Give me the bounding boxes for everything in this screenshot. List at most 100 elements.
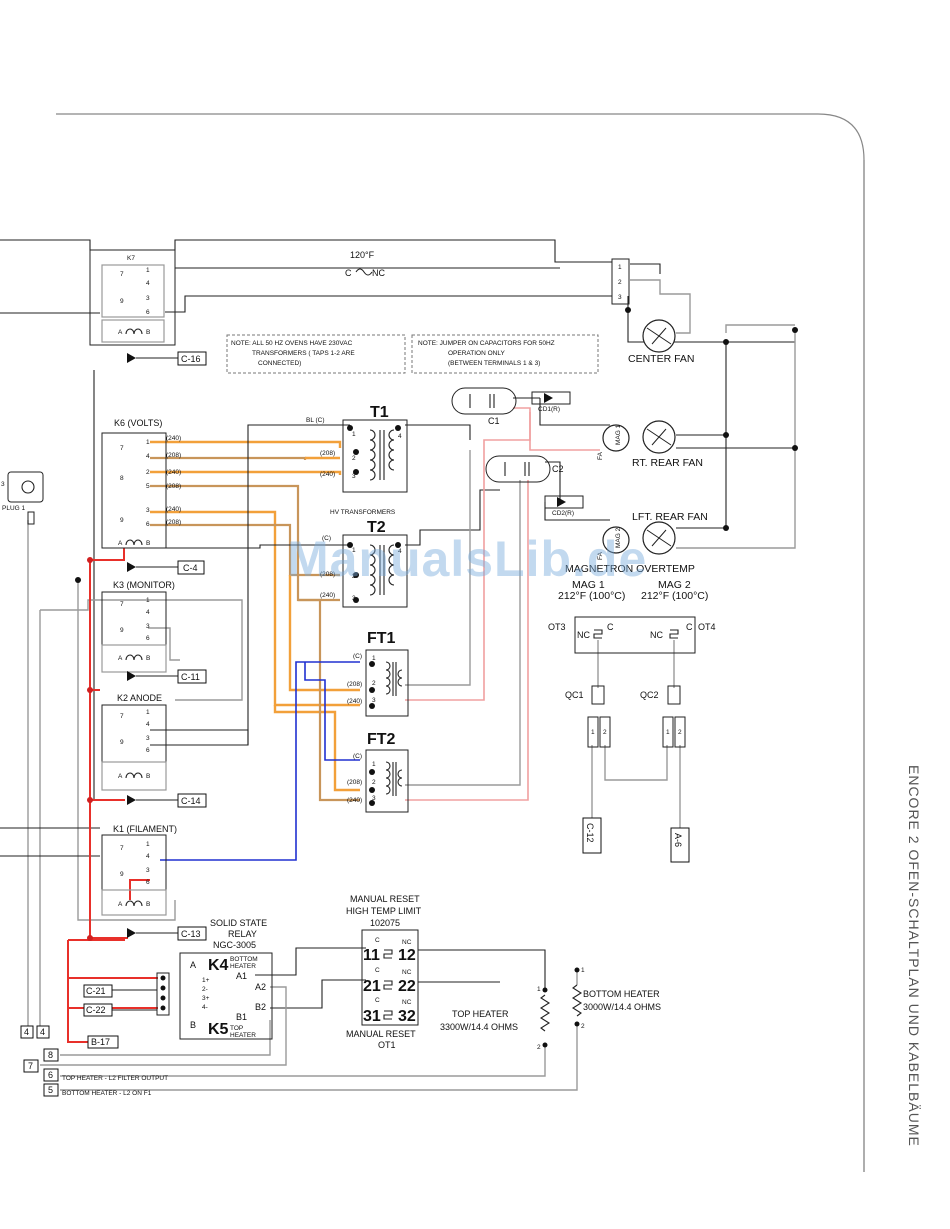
wire-ft1-gray [405, 450, 471, 686]
qc2-plug-2 [674, 716, 686, 748]
high-limit-c-label: C [375, 997, 380, 1004]
high-limit-body [361, 929, 419, 1026]
junction-dot [160, 975, 166, 981]
capacitor-c2-icon [504, 462, 530, 476]
relay-k6-pin: 5 [146, 483, 150, 490]
relay-k1-coil-icon [125, 900, 143, 907]
plug-pin: 3 [1, 481, 5, 488]
wire-fanswitch-center [630, 279, 691, 334]
overtemp-nc-1: NC [577, 630, 590, 640]
relay-k6-tap: (208) [166, 483, 181, 490]
top-heater-pin-1: 1 [537, 986, 541, 993]
wire-a2 [60, 986, 287, 1066]
relay-k7-coil-b: B [146, 329, 150, 336]
wire-hv-right [405, 424, 471, 440]
relay-k1-coil-b: B [146, 901, 150, 908]
wire-t8 [60, 1020, 271, 1056]
relay-k6-pin: 9 [120, 517, 124, 524]
high-limit-footer-2: OT1 [378, 1040, 396, 1050]
terminal-5-note: BOTTOM HEATER - L2 ON F1 [62, 1090, 152, 1097]
wire-limit-top-heater [418, 949, 546, 990]
junction-dot [542, 987, 548, 993]
connector-b17 [87, 1035, 119, 1049]
high-limit-row-2-nc: 22 [398, 978, 416, 995]
high-limit-c-label: C [375, 967, 380, 974]
relay-k6-label: K6 (VOLTS) [114, 418, 162, 428]
transformer-ft2-pin: 1 [372, 761, 376, 768]
junction-dot [625, 307, 631, 313]
wire-ft2-gray [405, 480, 521, 786]
junction-dot [723, 525, 729, 531]
high-limit-row-3-nc: 32 [398, 1008, 416, 1025]
wire-qc-bridge [604, 745, 668, 781]
junction-dot [792, 327, 798, 333]
capacitor-c1-icon [469, 394, 495, 408]
wire-top-1 [0, 239, 612, 263]
connector-c21 [83, 984, 113, 998]
relay-k2-pin: 7 [120, 713, 124, 720]
note-50hz-line3: CONNECTED) [258, 360, 301, 367]
relay-k1-coil-a: A [118, 901, 123, 908]
relay-k7-pin: 3 [146, 295, 150, 302]
relay-k6-tap: (240) [166, 506, 181, 513]
transformer-ft1-tap: (208) [347, 681, 362, 688]
qc2-pin-2: 2 [678, 729, 682, 736]
capacitor-c1-label: C1 [488, 416, 500, 426]
qc2-plug-1 [662, 716, 674, 748]
connector-c11 [177, 669, 207, 684]
terminal-6-note: TOP HEATER - L2 FILTER OUTPUT [62, 1075, 168, 1082]
wire-c1-mag1 [513, 407, 600, 451]
relay-k1-pin: 6 [146, 879, 150, 886]
terminal-7 [23, 1059, 39, 1073]
transformer-ft2-coil-icon [385, 761, 403, 796]
terminal-5-label: 5 [48, 1085, 53, 1095]
relay-k2-coil-b: B [146, 773, 150, 780]
thermostat-nc: NC [372, 268, 385, 278]
ssr-k5: K5 [208, 1021, 229, 1038]
relay-k6-coil-icon [125, 539, 143, 546]
ssr-title-1: SOLID STATE [210, 918, 267, 928]
terminal-6-label: 6 [48, 1070, 53, 1080]
relay-k7-box [89, 249, 176, 346]
plug-fuse [27, 511, 35, 525]
transformer-t2-label: T2 [367, 519, 386, 536]
magnetron-2-fa: FA [597, 551, 604, 560]
junction-dot [87, 797, 93, 803]
high-limit-row-1-nc: 12 [398, 947, 416, 964]
transformer-ft1-tap: (240) [347, 698, 362, 705]
terminal-4b [36, 1025, 50, 1039]
transformer-ft1-pin: 1 [372, 655, 376, 662]
terminal-8-label: 8 [48, 1050, 53, 1060]
overtemp-block [574, 616, 696, 654]
qc1-pin-1: 1 [591, 729, 595, 736]
ssr-title-2: RELAY [228, 929, 257, 939]
relay-k7-pin: 7 [120, 271, 124, 278]
transformer-t1-tap: (240) [320, 471, 335, 478]
relay-k3-pin: 7 [120, 601, 124, 608]
wire-red-k6 [90, 548, 125, 561]
note-50hz-line1: NOTE: ALL 50 HZ OVENS HAVE 230VAC [231, 340, 353, 347]
diode-k1-icon [127, 928, 136, 938]
high-limit-nc-label: NC [402, 969, 412, 976]
junction-dot [353, 572, 359, 578]
wire-k3-gray [40, 599, 243, 701]
rt-rear-fan-label: RT. REAR FAN [632, 457, 703, 469]
relay-k3-pin: 1 [146, 597, 150, 604]
junction-dot [369, 800, 375, 806]
terminal-4a-label: 4 [24, 1027, 29, 1037]
junction-dot [353, 469, 359, 475]
relay-k6-box [101, 432, 167, 549]
wire-red-k1-up [129, 879, 150, 900]
ssr-a1: A1 [236, 971, 247, 981]
junction-dot [160, 985, 166, 991]
connector-c22 [83, 1003, 113, 1017]
relay-k2-coil-box [101, 761, 167, 791]
terminal-4a [20, 1025, 34, 1039]
terminal-7-label: 7 [28, 1061, 33, 1071]
note-jumper-box [411, 334, 599, 374]
terminal-6 [43, 1068, 59, 1082]
qc2-pin-1: 1 [666, 729, 670, 736]
high-limit-c-label: C [375, 937, 380, 944]
wire-org-1 [150, 440, 342, 448]
